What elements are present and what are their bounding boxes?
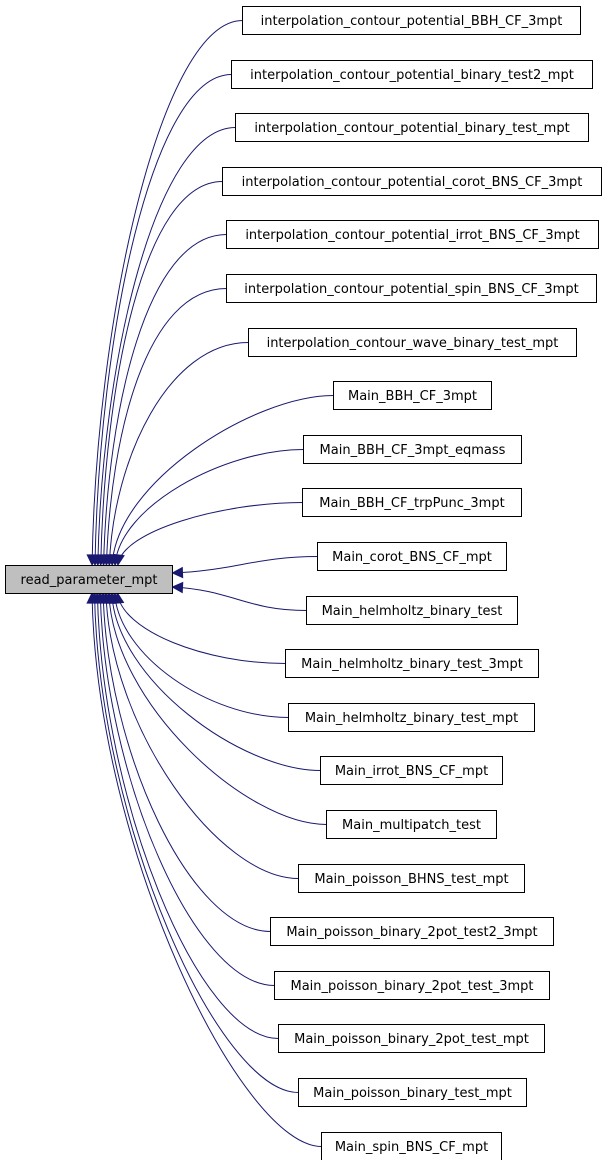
caller-node-box	[274, 971, 550, 1000]
caller-node-label: Main_helmholtz_binary_test_mpt	[305, 711, 518, 726]
caller-node-box	[222, 167, 602, 196]
caller-node-box	[288, 703, 535, 732]
caller-node-main-poisson-bhns-test-mpt[interactable]: Main_poisson_BHNS_test_mpt	[298, 864, 525, 893]
edges-layer	[86, 20, 334, 1147]
caller-node-box	[317, 542, 507, 571]
edge-main-corot-bns-cf-mpt	[172, 556, 318, 574]
caller-node-box	[298, 864, 525, 893]
edge-main-multipatch-test	[108, 592, 327, 825]
edge-main-helmholtz-binary-test	[172, 586, 307, 611]
caller-node-label: Main_BBH_CF_3mpt_eqmass	[320, 443, 506, 458]
caller-node-label: Main_BBH_CF_trpPunc_3mpt	[319, 496, 504, 511]
caller-node-label: Main_poisson_binary_2pot_test2_3mpt	[286, 925, 537, 940]
edge-main-poisson-binary-2pot-test2-3mpt	[102, 592, 271, 932]
edge-main-poisson-binary-2pot-test-3mpt	[99, 592, 275, 986]
edge-main-poisson-binary-test-mpt	[93, 592, 299, 1093]
caller-node-box	[303, 435, 522, 464]
caller-node-box	[298, 1078, 527, 1107]
caller-node-label: Main_multipatch_test	[342, 818, 481, 833]
caller-node-main-helmholtz-binary-test-mpt[interactable]: Main_helmholtz_binary_test_mpt	[288, 703, 535, 732]
caller-node-main-spin-bns-cf-mpt[interactable]: Main_spin_BNS_CF_mpt	[321, 1132, 502, 1160]
caller-node-label: interpolation_contour_potential_binary_t…	[254, 121, 569, 136]
caller-node-box	[306, 596, 518, 625]
caller-node-interpolation-contour-potential-corot-bns-cf-3mpt[interactable]: interpolation_contour_potential_corot_BN…	[222, 167, 602, 196]
caller-node-label: interpolation_contour_wave_binary_test_m…	[267, 336, 559, 351]
edge-main-bbh-cf-3mpt	[111, 395, 334, 566]
caller-node-interpolation-contour-potential-spin-bns-cf-3mpt[interactable]: interpolation_contour_potential_spin_BNS…	[226, 274, 597, 303]
root-node[interactable]: read_parameter_mpt	[5, 565, 173, 594]
edge-arrowhead	[113, 553, 125, 567]
caller-node-box	[231, 60, 593, 89]
caller-node-label: Main_poisson_binary_test_mpt	[313, 1086, 512, 1101]
root-node-box	[5, 565, 173, 594]
caller-node-label: interpolation_contour_potential_spin_BNS…	[244, 282, 578, 297]
caller-node-label: Main_poisson_binary_2pot_test_mpt	[294, 1032, 529, 1047]
caller-node-box	[326, 810, 497, 839]
caller-node-interpolation-contour-potential-irrot-bns-cf-3mpt[interactable]: interpolation_contour_potential_irrot_BN…	[226, 220, 599, 249]
caller-node-label: interpolation_contour_potential_corot_BN…	[242, 175, 583, 190]
caller-node-box	[278, 1024, 545, 1053]
caller-node-main-helmholtz-binary-test-3mpt[interactable]: Main_helmholtz_binary_test_3mpt	[285, 649, 539, 678]
caller-node-main-multipatch-test[interactable]: Main_multipatch_test	[326, 810, 497, 839]
caller-node-box	[235, 113, 589, 142]
caller-node-label: Main_BBH_CF_3mpt	[348, 389, 477, 404]
caller-node-label: Main_irrot_BNS_CF_mpt	[335, 764, 488, 779]
edge-interpolation-contour-potential-corot-bns-cf-3mpt	[100, 181, 223, 566]
edge-interpolation-contour-potential-binary-test2-mpt	[94, 74, 232, 566]
caller-node-main-poisson-binary-2pot-test-mpt[interactable]: Main_poisson_binary_2pot_test_mpt	[278, 1024, 545, 1053]
edge-main-irrot-bns-cf-mpt	[111, 592, 321, 771]
caller-node-interpolation-contour-potential-binary-test2-mpt[interactable]: interpolation_contour_potential_binary_t…	[231, 60, 593, 89]
caller-node-box	[321, 1132, 502, 1160]
edge-arrowhead	[86, 591, 98, 604]
caller-node-main-bbh-cf-trppunc-3mpt[interactable]: Main_BBH_CF_trpPunc_3mpt	[302, 488, 522, 517]
edge-interpolation-contour-potential-bbh-cf-3mpt	[91, 20, 243, 566]
caller-node-main-poisson-binary-2pot-test-3mpt[interactable]: Main_poisson_binary_2pot_test_3mpt	[274, 971, 550, 1000]
caller-node-label: interpolation_contour_potential_BBH_CF_3…	[261, 14, 563, 29]
caller-node-box	[248, 328, 577, 357]
edge-main-poisson-bhns-test-mpt	[105, 592, 299, 879]
caller-node-label: interpolation_contour_potential_binary_t…	[250, 68, 574, 83]
caller-node-label: Main_helmholtz_binary_test	[322, 604, 503, 619]
caller-node-box	[302, 488, 522, 517]
caller-node-box	[270, 917, 554, 946]
caller-node-label: interpolation_contour_potential_irrot_BN…	[245, 228, 579, 243]
caller-node-box	[226, 274, 597, 303]
root-node-label: read_parameter_mpt	[21, 573, 158, 588]
edge-main-helmholtz-binary-test-mpt	[114, 592, 289, 718]
caller-node-box	[333, 381, 492, 410]
edge-interpolation-contour-potential-irrot-bns-cf-3mpt	[103, 234, 227, 566]
edge-interpolation-contour-wave-binary-test-mpt	[108, 342, 249, 566]
caller-node-box	[226, 220, 599, 249]
caller-node-box	[242, 6, 581, 35]
caller-node-label: Main_helmholtz_binary_test_3mpt	[301, 657, 523, 672]
caller-node-main-irrot-bns-cf-mpt[interactable]: Main_irrot_BNS_CF_mpt	[320, 756, 503, 785]
edge-main-bbh-cf-trppunc-3mpt	[117, 502, 303, 566]
edge-arrowhead	[171, 581, 184, 594]
edge-main-poisson-binary-2pot-test-mpt	[96, 592, 279, 1039]
caller-node-label: Main_poisson_binary_2pot_test_3mpt	[290, 979, 533, 994]
edge-interpolation-contour-potential-binary-test-mpt	[97, 127, 236, 566]
nodes-layer: read_parameter_mpt interpolation_contour…	[5, 6, 602, 1160]
edge-main-helmholtz-binary-test-3mpt	[116, 592, 286, 664]
caller-node-main-poisson-binary-test-mpt[interactable]: Main_poisson_binary_test_mpt	[298, 1078, 527, 1107]
caller-node-label: Main_spin_BNS_CF_mpt	[335, 1140, 488, 1155]
caller-node-box	[285, 649, 539, 678]
caller-node-interpolation-contour-potential-binary-test-mpt[interactable]: interpolation_contour_potential_binary_t…	[235, 113, 589, 142]
caller-node-main-corot-bns-cf-mpt[interactable]: Main_corot_BNS_CF_mpt	[317, 542, 507, 571]
caller-node-main-bbh-cf-3mpt[interactable]: Main_BBH_CF_3mpt	[333, 381, 492, 410]
caller-node-main-bbh-cf-3mpt-eqmass[interactable]: Main_BBH_CF_3mpt_eqmass	[303, 435, 522, 464]
caller-node-label: Main_poisson_BHNS_test_mpt	[314, 872, 508, 887]
edge-main-bbh-cf-3mpt-eqmass	[114, 449, 304, 566]
caller-node-main-poisson-binary-2pot-test2-3mpt[interactable]: Main_poisson_binary_2pot_test2_3mpt	[270, 917, 554, 946]
caller-node-box	[320, 756, 503, 785]
caller-node-interpolation-contour-potential-bbh-cf-3mpt[interactable]: interpolation_contour_potential_BBH_CF_3…	[242, 6, 581, 35]
edge-main-spin-bns-cf-mpt	[91, 592, 322, 1147]
edge-interpolation-contour-potential-spin-bns-cf-3mpt	[105, 288, 227, 566]
caller-node-main-helmholtz-binary-test[interactable]: Main_helmholtz_binary_test	[306, 596, 518, 625]
caller-node-label: Main_corot_BNS_CF_mpt	[332, 550, 492, 565]
caller-node-interpolation-contour-wave-binary-test-mpt[interactable]: interpolation_contour_wave_binary_test_m…	[248, 328, 577, 357]
edge-arrowhead	[171, 566, 184, 579]
